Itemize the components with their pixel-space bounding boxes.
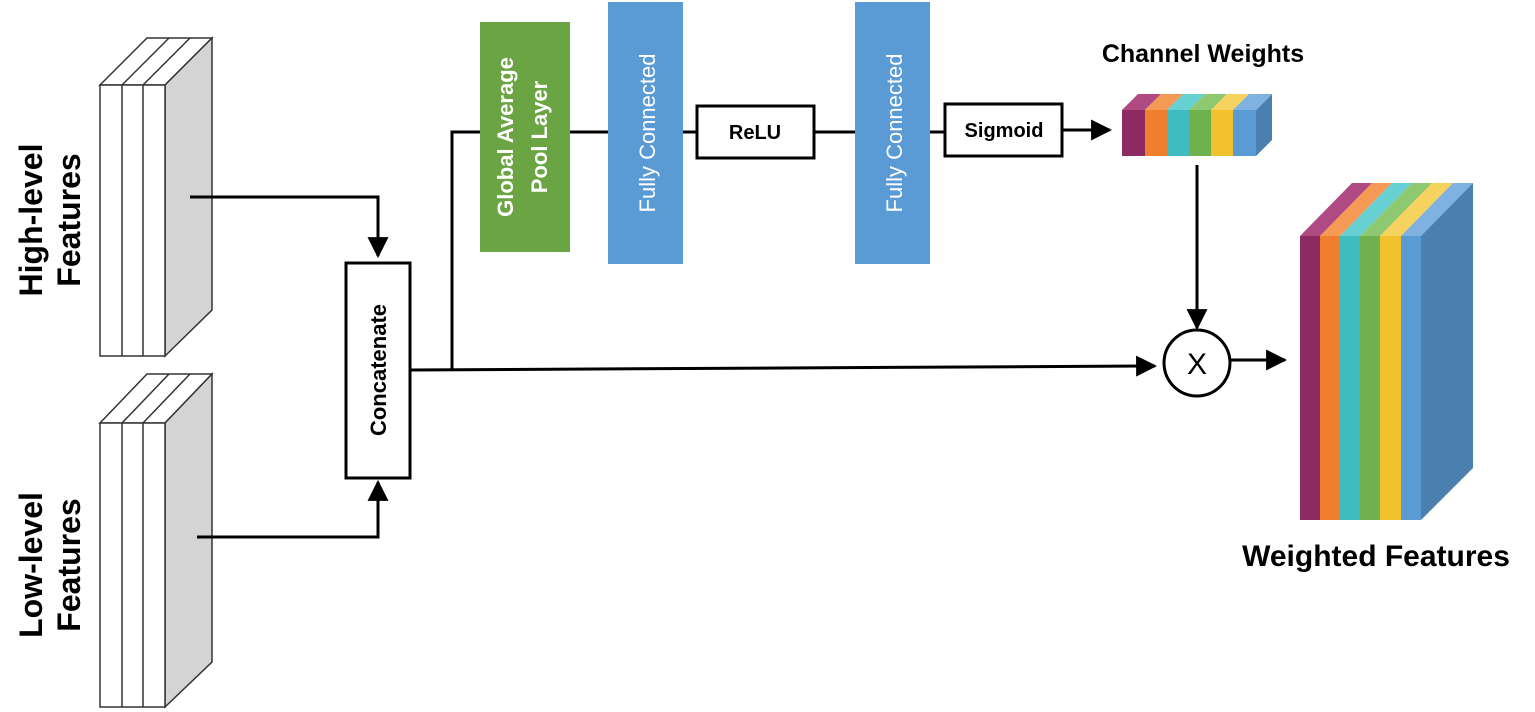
- multiply-label: X: [1187, 348, 1207, 381]
- channel-weights-title: Channel Weights: [1102, 40, 1304, 68]
- sigmoid-label: Sigmoid: [965, 120, 1044, 142]
- low-level-feature-stack: [98, 372, 214, 709]
- low-level-features-label: Features: [51, 498, 87, 631]
- fc1-label: Fully Connected: [635, 54, 660, 213]
- gap-label-line1: Global Average: [493, 57, 518, 217]
- relu-label: ReLU: [729, 122, 781, 144]
- fully-connected-2-block: Fully Connected: [855, 2, 930, 264]
- concatenate-label: Concatenate: [366, 304, 391, 436]
- relu-block: ReLU: [695, 104, 816, 160]
- concat-to-multiply-line: [409, 355, 1158, 377]
- low-level-label: Low-level: [13, 492, 49, 638]
- global-average-pool-block: Global Average Pool Layer: [480, 22, 570, 252]
- concatenate-block: Concatenate: [344, 261, 412, 480]
- channel-weights-block: [1122, 94, 1272, 156]
- concat-to-gap-line: [450, 130, 480, 370]
- fc2-label: Fully Connected: [882, 54, 907, 213]
- high-level-label: High-level: [13, 144, 49, 297]
- low-level-to-concat-arrow: [197, 479, 389, 539]
- high-level-features-label: Features: [51, 153, 87, 286]
- weighted-features-block: [1300, 183, 1473, 520]
- high-level-feature-stack: [98, 36, 214, 358]
- high-level-to-concat-arrow: [190, 195, 389, 259]
- multiply-node: X: [1162, 328, 1232, 398]
- fully-connected-1-block: Fully Connected: [608, 2, 683, 264]
- weighted-features-title: Weighted Features: [1242, 540, 1510, 573]
- sigmoid-block: Sigmoid: [943, 102, 1064, 158]
- gap-label-line2: Pool Layer: [527, 80, 552, 193]
